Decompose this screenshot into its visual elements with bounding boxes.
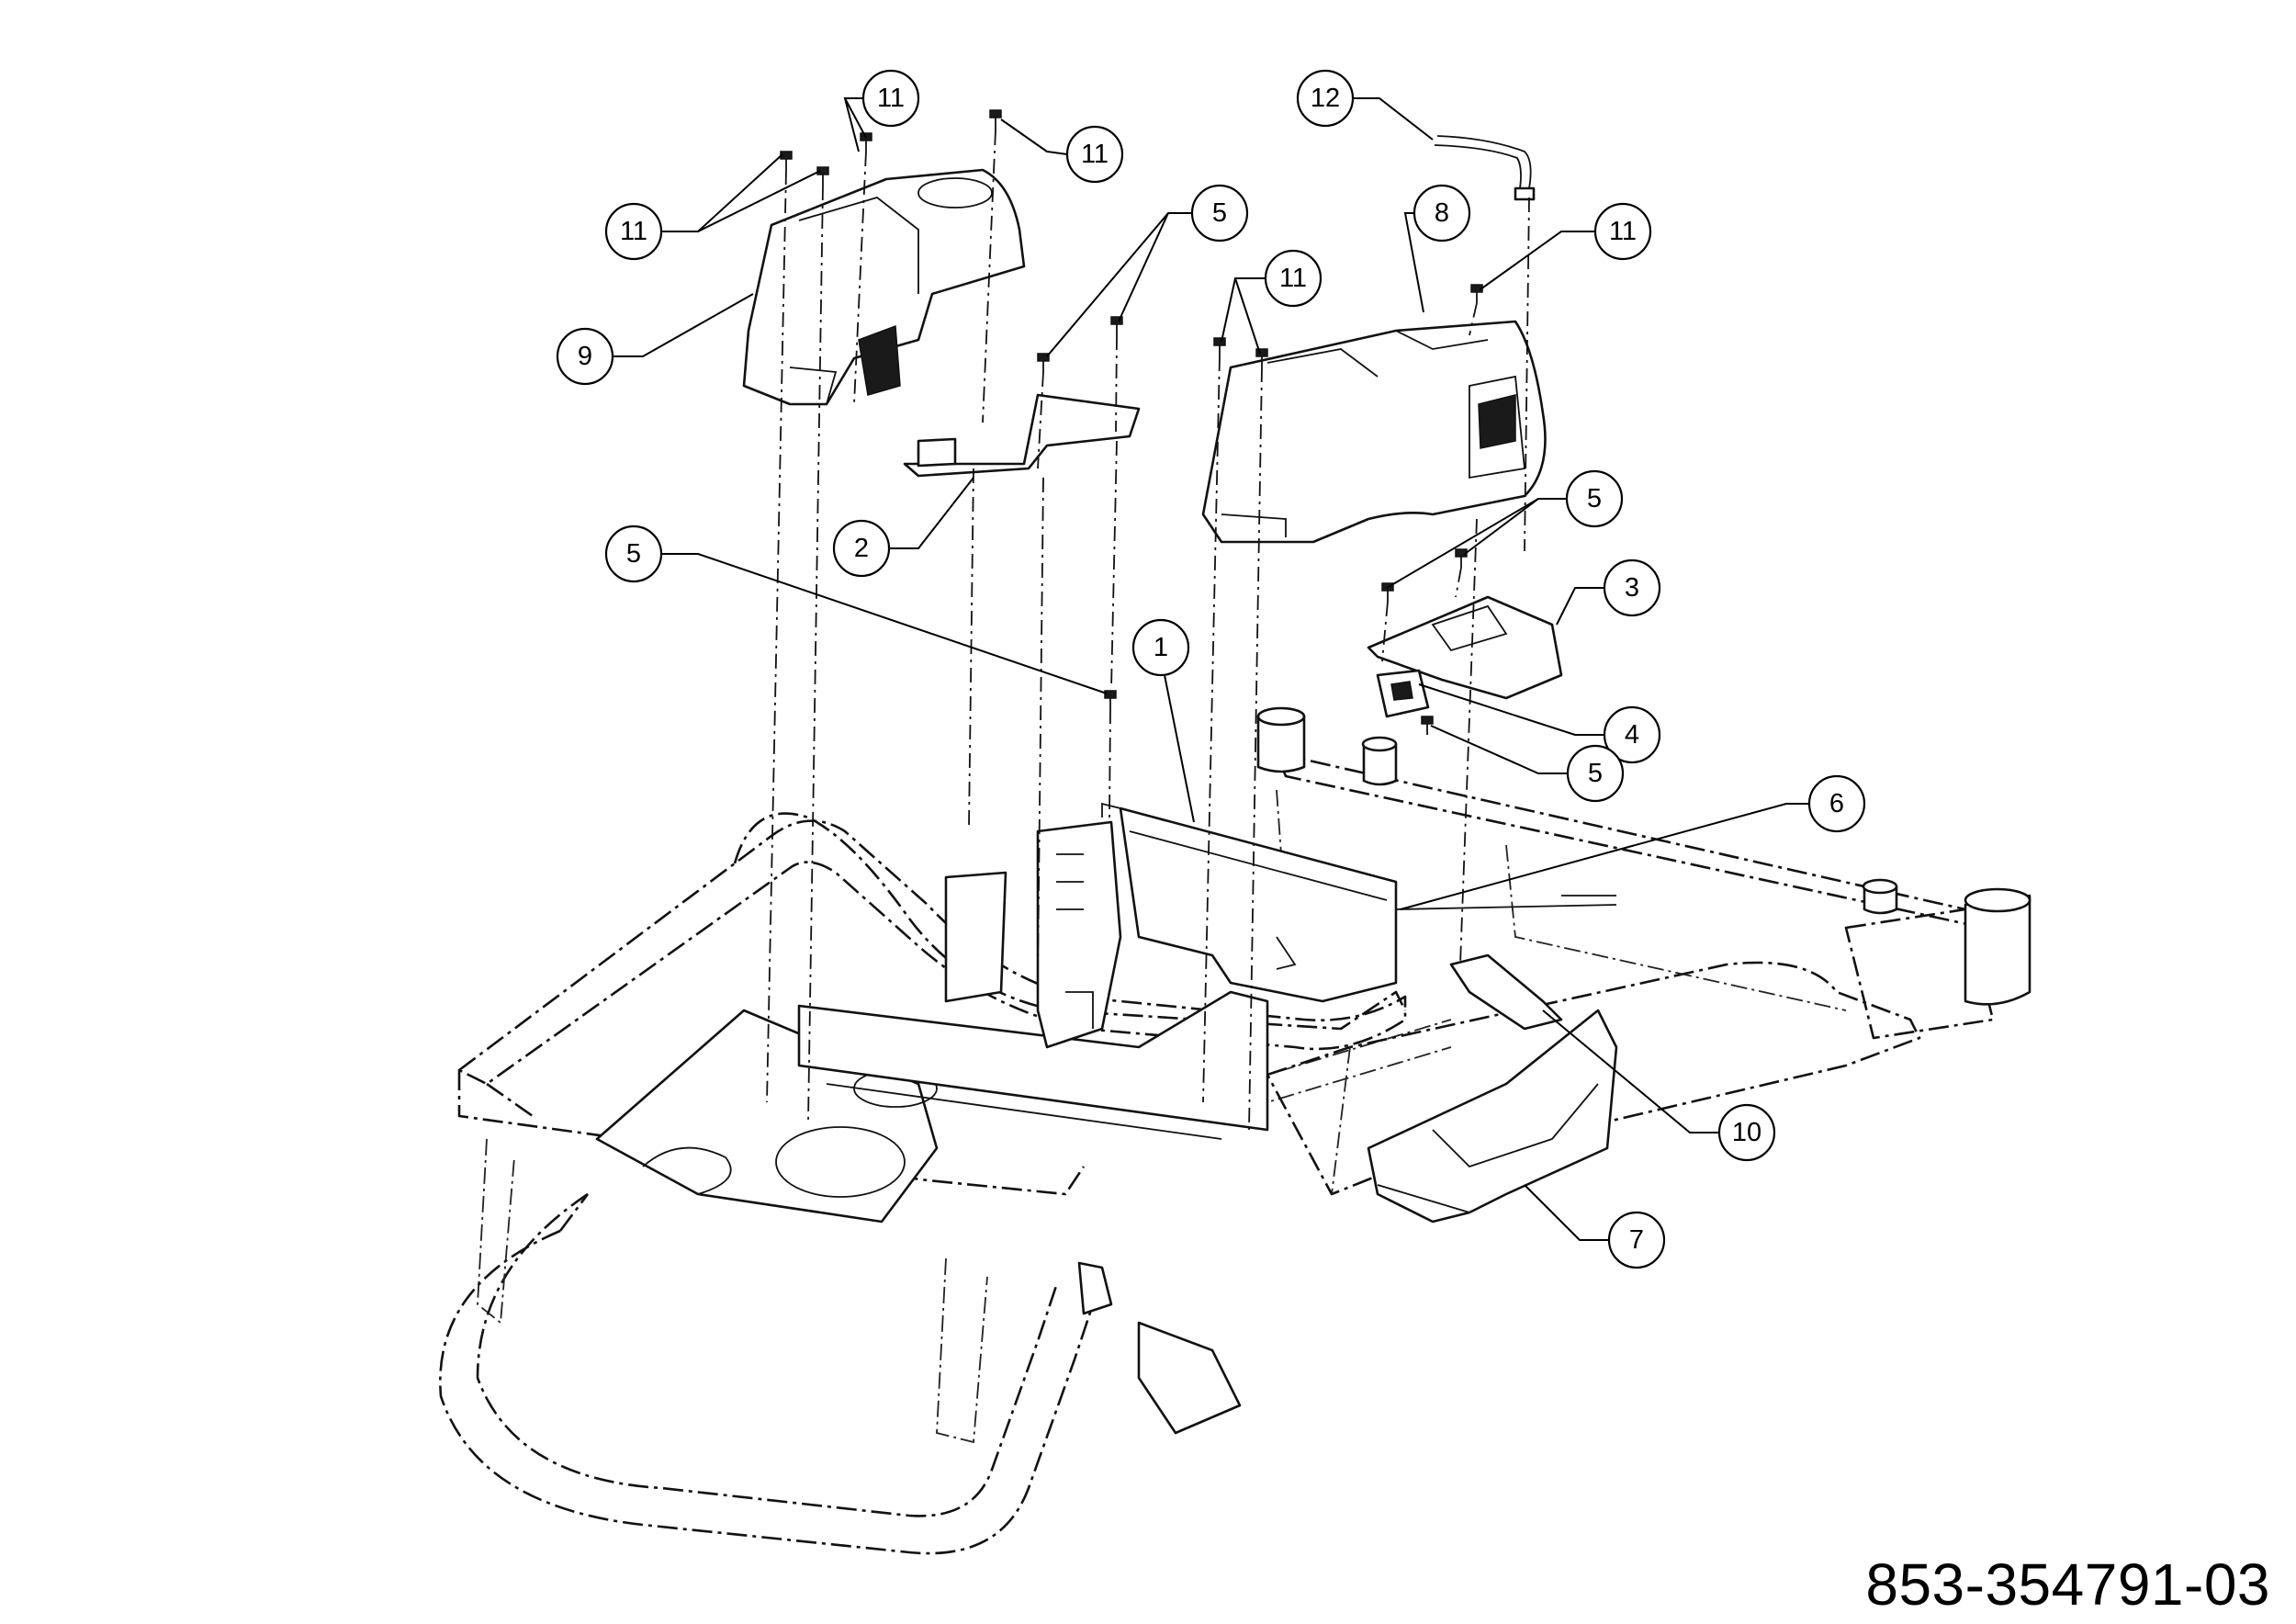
screw-5-e xyxy=(1455,548,1468,568)
screw-11-d xyxy=(989,109,1002,130)
part-12-hose xyxy=(1434,135,1536,201)
svg-text:11: 11 xyxy=(1609,217,1637,246)
left-vertical-plate xyxy=(944,820,1122,1049)
svg-text:5: 5 xyxy=(626,539,641,569)
part-3-plate xyxy=(1367,595,1563,700)
part-2-plate xyxy=(903,393,1141,478)
chassis-frame xyxy=(439,706,2032,1555)
svg-text:9: 9 xyxy=(578,342,592,371)
screw-5-f xyxy=(1421,716,1434,735)
screw-11-e xyxy=(1213,337,1226,356)
part-10-bracket xyxy=(1449,953,1563,1031)
callout-5-lower-right[interactable]: 5 xyxy=(1566,744,1625,803)
svg-text:11: 11 xyxy=(1279,264,1307,293)
part-9-left-console xyxy=(742,168,1026,406)
callout-5-upper-left[interactable]: 5 xyxy=(1190,184,1249,242)
svg-text:11: 11 xyxy=(1081,140,1109,169)
screw-11-g xyxy=(1470,284,1483,303)
callout-7[interactable]: 7 xyxy=(1607,1211,1666,1269)
svg-text:4: 4 xyxy=(1625,720,1639,750)
callouts: 11 11 11 9 5 2 5 1 12 8 11 11 5 3 4 5 6 … xyxy=(556,69,1866,1269)
svg-text:10: 10 xyxy=(1732,1118,1761,1147)
callout-11-left[interactable]: 11 xyxy=(604,202,663,261)
callout-11-top-left[interactable]: 11 xyxy=(861,69,920,128)
callout-11-center[interactable]: 11 xyxy=(1264,249,1322,308)
callout-8[interactable]: 8 xyxy=(1412,184,1471,242)
svg-text:12: 12 xyxy=(1311,84,1340,113)
callout-12[interactable]: 12 xyxy=(1296,69,1355,128)
svg-text:1: 1 xyxy=(1154,633,1168,662)
part-1-rear-panel xyxy=(1101,802,1398,1003)
callout-10[interactable]: 10 xyxy=(1717,1103,1776,1162)
svg-text:5: 5 xyxy=(1588,759,1603,788)
part-8-right-console xyxy=(1201,320,1547,544)
callout-4[interactable]: 4 xyxy=(1603,705,1661,764)
svg-text:2: 2 xyxy=(854,534,869,563)
svg-text:11: 11 xyxy=(620,217,647,246)
part-6-rod xyxy=(1395,895,1617,910)
screw-5-b xyxy=(1110,316,1123,335)
svg-text:5: 5 xyxy=(1587,484,1602,513)
screw-5-c xyxy=(1104,690,1117,709)
callout-9[interactable]: 9 xyxy=(556,327,614,386)
svg-text:6: 6 xyxy=(1829,789,1844,818)
callout-11-right[interactable]: 11 xyxy=(1593,202,1652,261)
document-number: 853-354791-03 xyxy=(1865,1551,2270,1618)
callout-11-top-right[interactable]: 11 xyxy=(1065,125,1124,184)
screw-5-a xyxy=(1037,353,1050,372)
callout-6[interactable]: 6 xyxy=(1807,774,1866,833)
screw-11-b xyxy=(816,166,829,186)
svg-text:8: 8 xyxy=(1435,198,1449,228)
part-4-latch xyxy=(1376,669,1430,718)
svg-text:3: 3 xyxy=(1625,573,1639,603)
svg-text:5: 5 xyxy=(1212,198,1227,228)
callout-5-mid-left[interactable]: 5 xyxy=(604,524,663,583)
svg-text:11: 11 xyxy=(877,84,905,113)
callout-2[interactable]: 2 xyxy=(832,519,891,578)
callout-3[interactable]: 3 xyxy=(1603,558,1661,617)
part-7-fender xyxy=(1367,1009,1618,1224)
fasteners xyxy=(780,109,1483,735)
svg-text:7: 7 xyxy=(1629,1225,1644,1255)
callout-1[interactable]: 1 xyxy=(1131,618,1190,677)
callout-5-upper-right[interactable]: 5 xyxy=(1565,469,1624,528)
